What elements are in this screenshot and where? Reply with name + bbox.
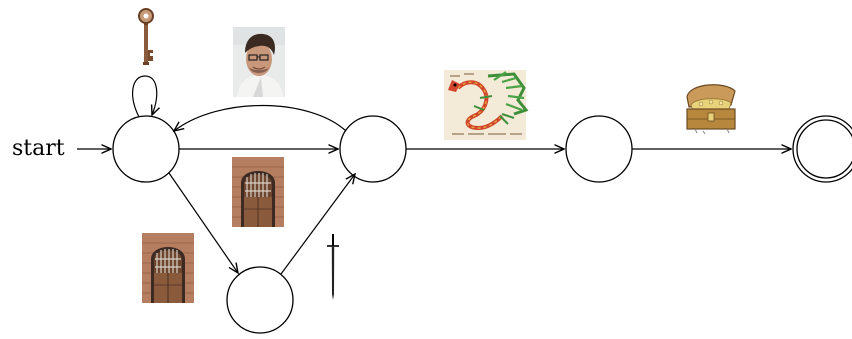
start-label: start	[12, 136, 65, 161]
key-icon	[138, 8, 154, 65]
state-q1	[339, 115, 407, 183]
dragon-icon	[444, 70, 529, 140]
transition-q0-self-loop	[132, 75, 157, 118]
door-icon	[232, 157, 284, 227]
sword-icon	[327, 234, 339, 300]
transition-q1-q0	[174, 104, 347, 131]
treasure-chest-icon	[681, 75, 743, 135]
person-photo	[233, 27, 285, 97]
state-q0	[112, 115, 180, 183]
state-q4-accepting	[792, 115, 852, 183]
door-icon	[142, 233, 194, 303]
state-q2	[226, 266, 294, 334]
transition-q2-q1	[280, 174, 355, 275]
state-q3	[565, 115, 633, 183]
transition-q0-q2	[168, 172, 238, 273]
